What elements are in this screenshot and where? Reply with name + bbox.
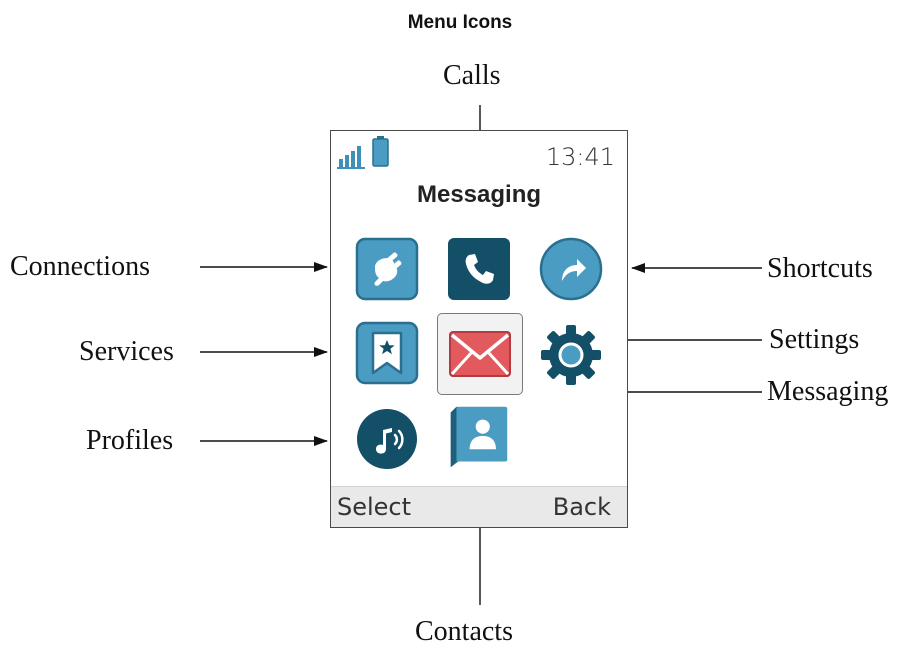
messaging-icon[interactable] (448, 322, 512, 386)
calls-icon[interactable] (447, 237, 511, 301)
settings-icon[interactable] (539, 323, 603, 387)
clock-time: 13:41 (545, 143, 615, 171)
callout-services: Services (79, 336, 174, 367)
callout-connections: Connections (10, 251, 150, 282)
callout-contacts: Contacts (415, 616, 513, 647)
back-softkey[interactable]: Back (552, 493, 611, 521)
contacts-icon[interactable] (447, 405, 511, 469)
callout-profiles: Profiles (86, 425, 174, 456)
phone-screen: 13:41 Messaging (330, 130, 628, 528)
battery-icon (372, 136, 389, 167)
connections-icon[interactable] (355, 237, 419, 301)
callout-messaging: Messaging (767, 376, 889, 407)
select-softkey[interactable]: Select (337, 493, 412, 521)
callout-calls: Calls (443, 60, 501, 91)
softkey-bar: Select Back (331, 486, 627, 527)
signal-strength-icon (337, 146, 365, 169)
callout-settings: Settings (769, 324, 860, 355)
profiles-icon[interactable] (355, 407, 419, 471)
services-icon[interactable] (355, 321, 419, 385)
diagram-title: Menu Icons (407, 12, 513, 33)
shortcuts-icon[interactable] (539, 237, 603, 301)
callout-shortcuts: Shortcuts (767, 253, 873, 284)
screen-title: Messaging (416, 181, 542, 208)
